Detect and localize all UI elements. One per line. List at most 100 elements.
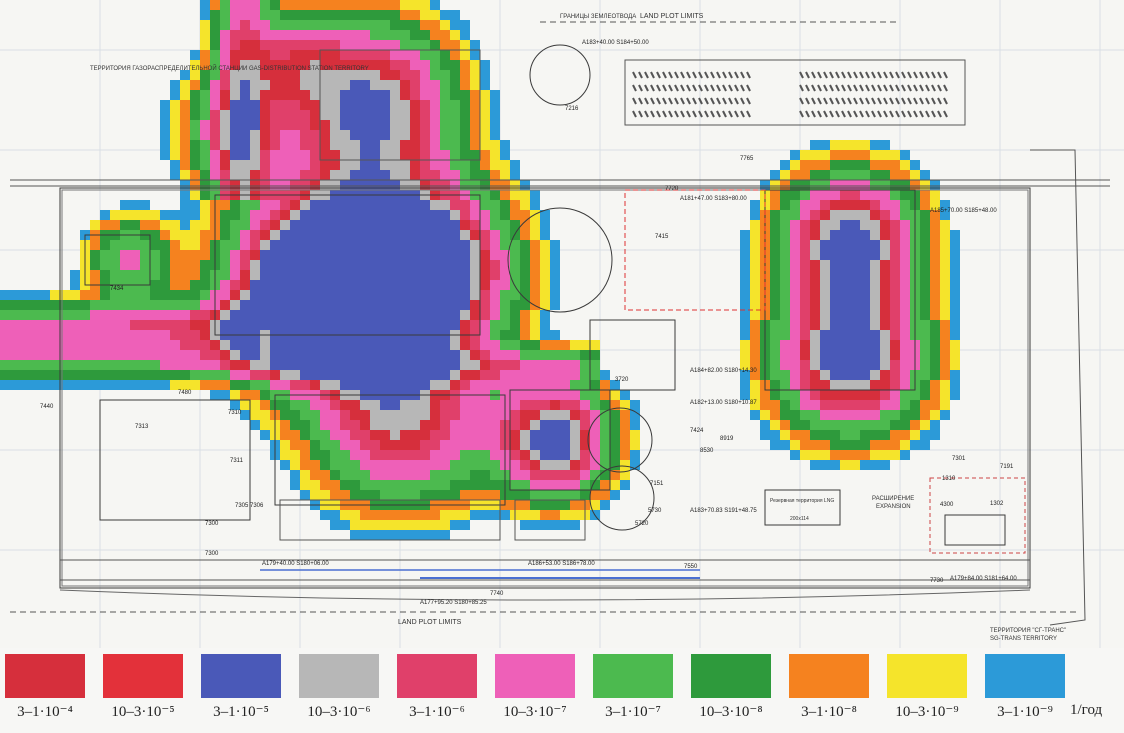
- risk-cell: [310, 120, 320, 130]
- risk-cell: [930, 290, 940, 300]
- risk-cell: [780, 250, 790, 260]
- risk-cell: [220, 200, 230, 210]
- risk-cell: [380, 250, 390, 260]
- risk-cell: [450, 100, 460, 110]
- risk-cell: [740, 310, 750, 320]
- risk-cell: [270, 110, 280, 120]
- risk-cell: [220, 100, 230, 110]
- risk-cell: [470, 180, 480, 190]
- risk-cell: [480, 220, 490, 230]
- risk-cell: [590, 500, 600, 510]
- risk-cell: [20, 360, 30, 370]
- risk-cell: [170, 310, 180, 320]
- risk-cell: [450, 40, 460, 50]
- risk-cell: [440, 10, 450, 20]
- risk-cell: [460, 450, 470, 460]
- risk-cell: [390, 70, 400, 80]
- risk-cell: [290, 80, 300, 90]
- risk-cell: [940, 280, 950, 290]
- risk-cell: [230, 40, 240, 50]
- hatch-stroke: [638, 97, 643, 105]
- risk-cell: [470, 360, 480, 370]
- risk-cell: [480, 240, 490, 250]
- risk-cell: [510, 180, 520, 190]
- risk-cell: [380, 440, 390, 450]
- risk-cell: [800, 190, 810, 200]
- risk-cell: [360, 400, 370, 410]
- risk-cell: [450, 480, 460, 490]
- risk-cell: [380, 160, 390, 170]
- risk-cell: [300, 110, 310, 120]
- risk-cell: [150, 240, 160, 250]
- risk-cell: [270, 30, 280, 40]
- risk-cell: [360, 440, 370, 450]
- legend-label: 10–3·10⁻⁸: [699, 704, 763, 720]
- risk-cell: [290, 170, 300, 180]
- risk-cell: [410, 450, 420, 460]
- risk-cell: [250, 210, 260, 220]
- risk-cell: [480, 250, 490, 260]
- risk-cell: [550, 500, 560, 510]
- risk-cell: [300, 150, 310, 160]
- risk-cell: [870, 400, 880, 410]
- risk-cell: [140, 210, 150, 220]
- risk-cell: [290, 320, 300, 330]
- risk-cell: [250, 110, 260, 120]
- risk-cell: [780, 370, 790, 380]
- risk-cell: [810, 360, 820, 370]
- risk-cell: [50, 380, 60, 390]
- risk-cell: [550, 260, 560, 270]
- risk-cell: [320, 260, 330, 270]
- risk-cell: [290, 450, 300, 460]
- risk-cell: [350, 0, 360, 10]
- risk-cell: [370, 360, 380, 370]
- risk-cell: [320, 410, 330, 420]
- hatch-stroke: [650, 97, 655, 105]
- risk-cell: [100, 250, 110, 260]
- tank-7216: [529, 44, 591, 106]
- risk-cell: [390, 60, 400, 70]
- risk-cell: [190, 190, 200, 200]
- risk-cell: [800, 320, 810, 330]
- risk-cell: [370, 80, 380, 90]
- risk-cell: [610, 470, 620, 480]
- risk-cell: [570, 380, 580, 390]
- risk-cell: [260, 420, 270, 430]
- risk-cell: [860, 150, 870, 160]
- risk-cell: [630, 460, 640, 470]
- risk-cell: [90, 330, 100, 340]
- risk-cell: [460, 380, 470, 390]
- risk-cell: [560, 410, 570, 420]
- risk-cell: [100, 290, 110, 300]
- unit-3720: [589, 319, 676, 391]
- hatch-stroke: [841, 71, 846, 79]
- unit-code-label: 7305: [235, 503, 249, 509]
- risk-cell: [380, 290, 390, 300]
- risk-cell: [390, 430, 400, 440]
- risk-cell: [870, 430, 880, 440]
- risk-cell: [860, 330, 870, 340]
- risk-cell: [610, 390, 620, 400]
- risk-cell: [40, 340, 50, 350]
- risk-cell: [360, 70, 370, 80]
- risk-cell: [630, 400, 640, 410]
- risk-cell: [460, 520, 470, 530]
- hatch-stroke: [722, 71, 727, 79]
- risk-cell: [240, 310, 250, 320]
- risk-cell: [860, 460, 870, 470]
- legend-swatch: [985, 654, 1065, 698]
- risk-cell: [220, 130, 230, 140]
- risk-cell: [560, 380, 570, 390]
- risk-cell: [280, 90, 290, 100]
- risk-cell: [930, 430, 940, 440]
- hatch-stroke: [859, 110, 864, 118]
- hatch-stroke: [686, 110, 691, 118]
- hatch-stroke: [919, 110, 924, 118]
- risk-cell: [930, 280, 940, 290]
- risk-cell: [260, 320, 270, 330]
- risk-cell: [180, 260, 190, 270]
- risk-cell: [900, 430, 910, 440]
- risk-cell: [300, 450, 310, 460]
- risk-cell: [610, 430, 620, 440]
- risk-cell: [930, 360, 940, 370]
